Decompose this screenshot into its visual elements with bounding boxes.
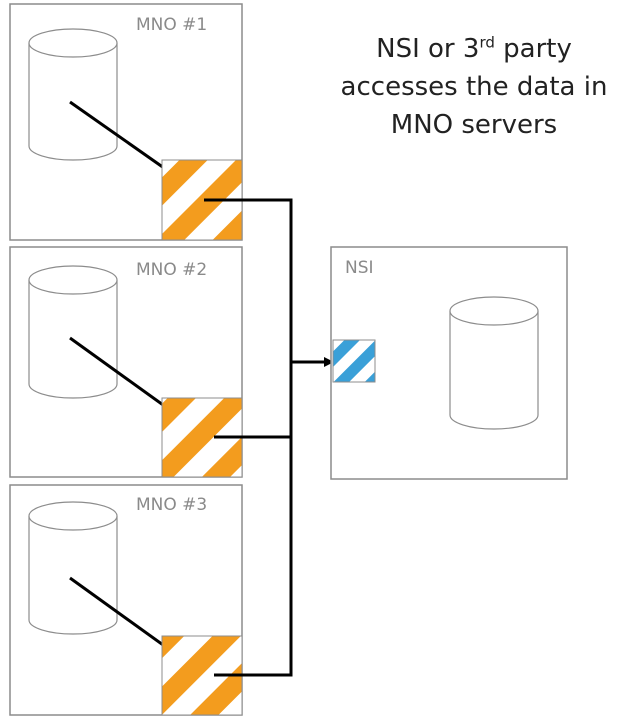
caption-line-3: MNO servers [390,110,558,140]
database-icon [28,265,118,399]
connector-from-mno-1 [204,198,293,362]
nsi-box: NSI [330,246,568,480]
caption-line-1-suffix: party [494,34,572,64]
diagram-caption: NSI or 3rd party accesses the data in MN… [324,30,624,144]
nsi-box-label: NSI [345,258,374,278]
connector-lines [204,198,334,677]
caption-line-1: NSI or 3rd party [324,30,624,68]
caption-line-1-prefix: NSI or 3 [376,34,480,64]
caption-line-2: accesses the data in [340,72,608,102]
mno-box-1-label: MNO #1 [136,15,207,35]
caption-line-1-superscript: rd [479,33,495,52]
import-gate-icon [332,339,376,383]
mno-box-1: MNO #1 [9,3,243,241]
connector-from-mno-3 [214,362,293,677]
database-icon [449,296,539,430]
mno-box-2: MNO #2 [9,246,243,478]
mno-box-2-label: MNO #2 [136,260,207,280]
mno-box-3-label: MNO #3 [136,495,207,515]
database-icon [28,501,118,635]
database-icon [28,28,118,161]
mno-box-3: MNO #3 [9,484,243,716]
